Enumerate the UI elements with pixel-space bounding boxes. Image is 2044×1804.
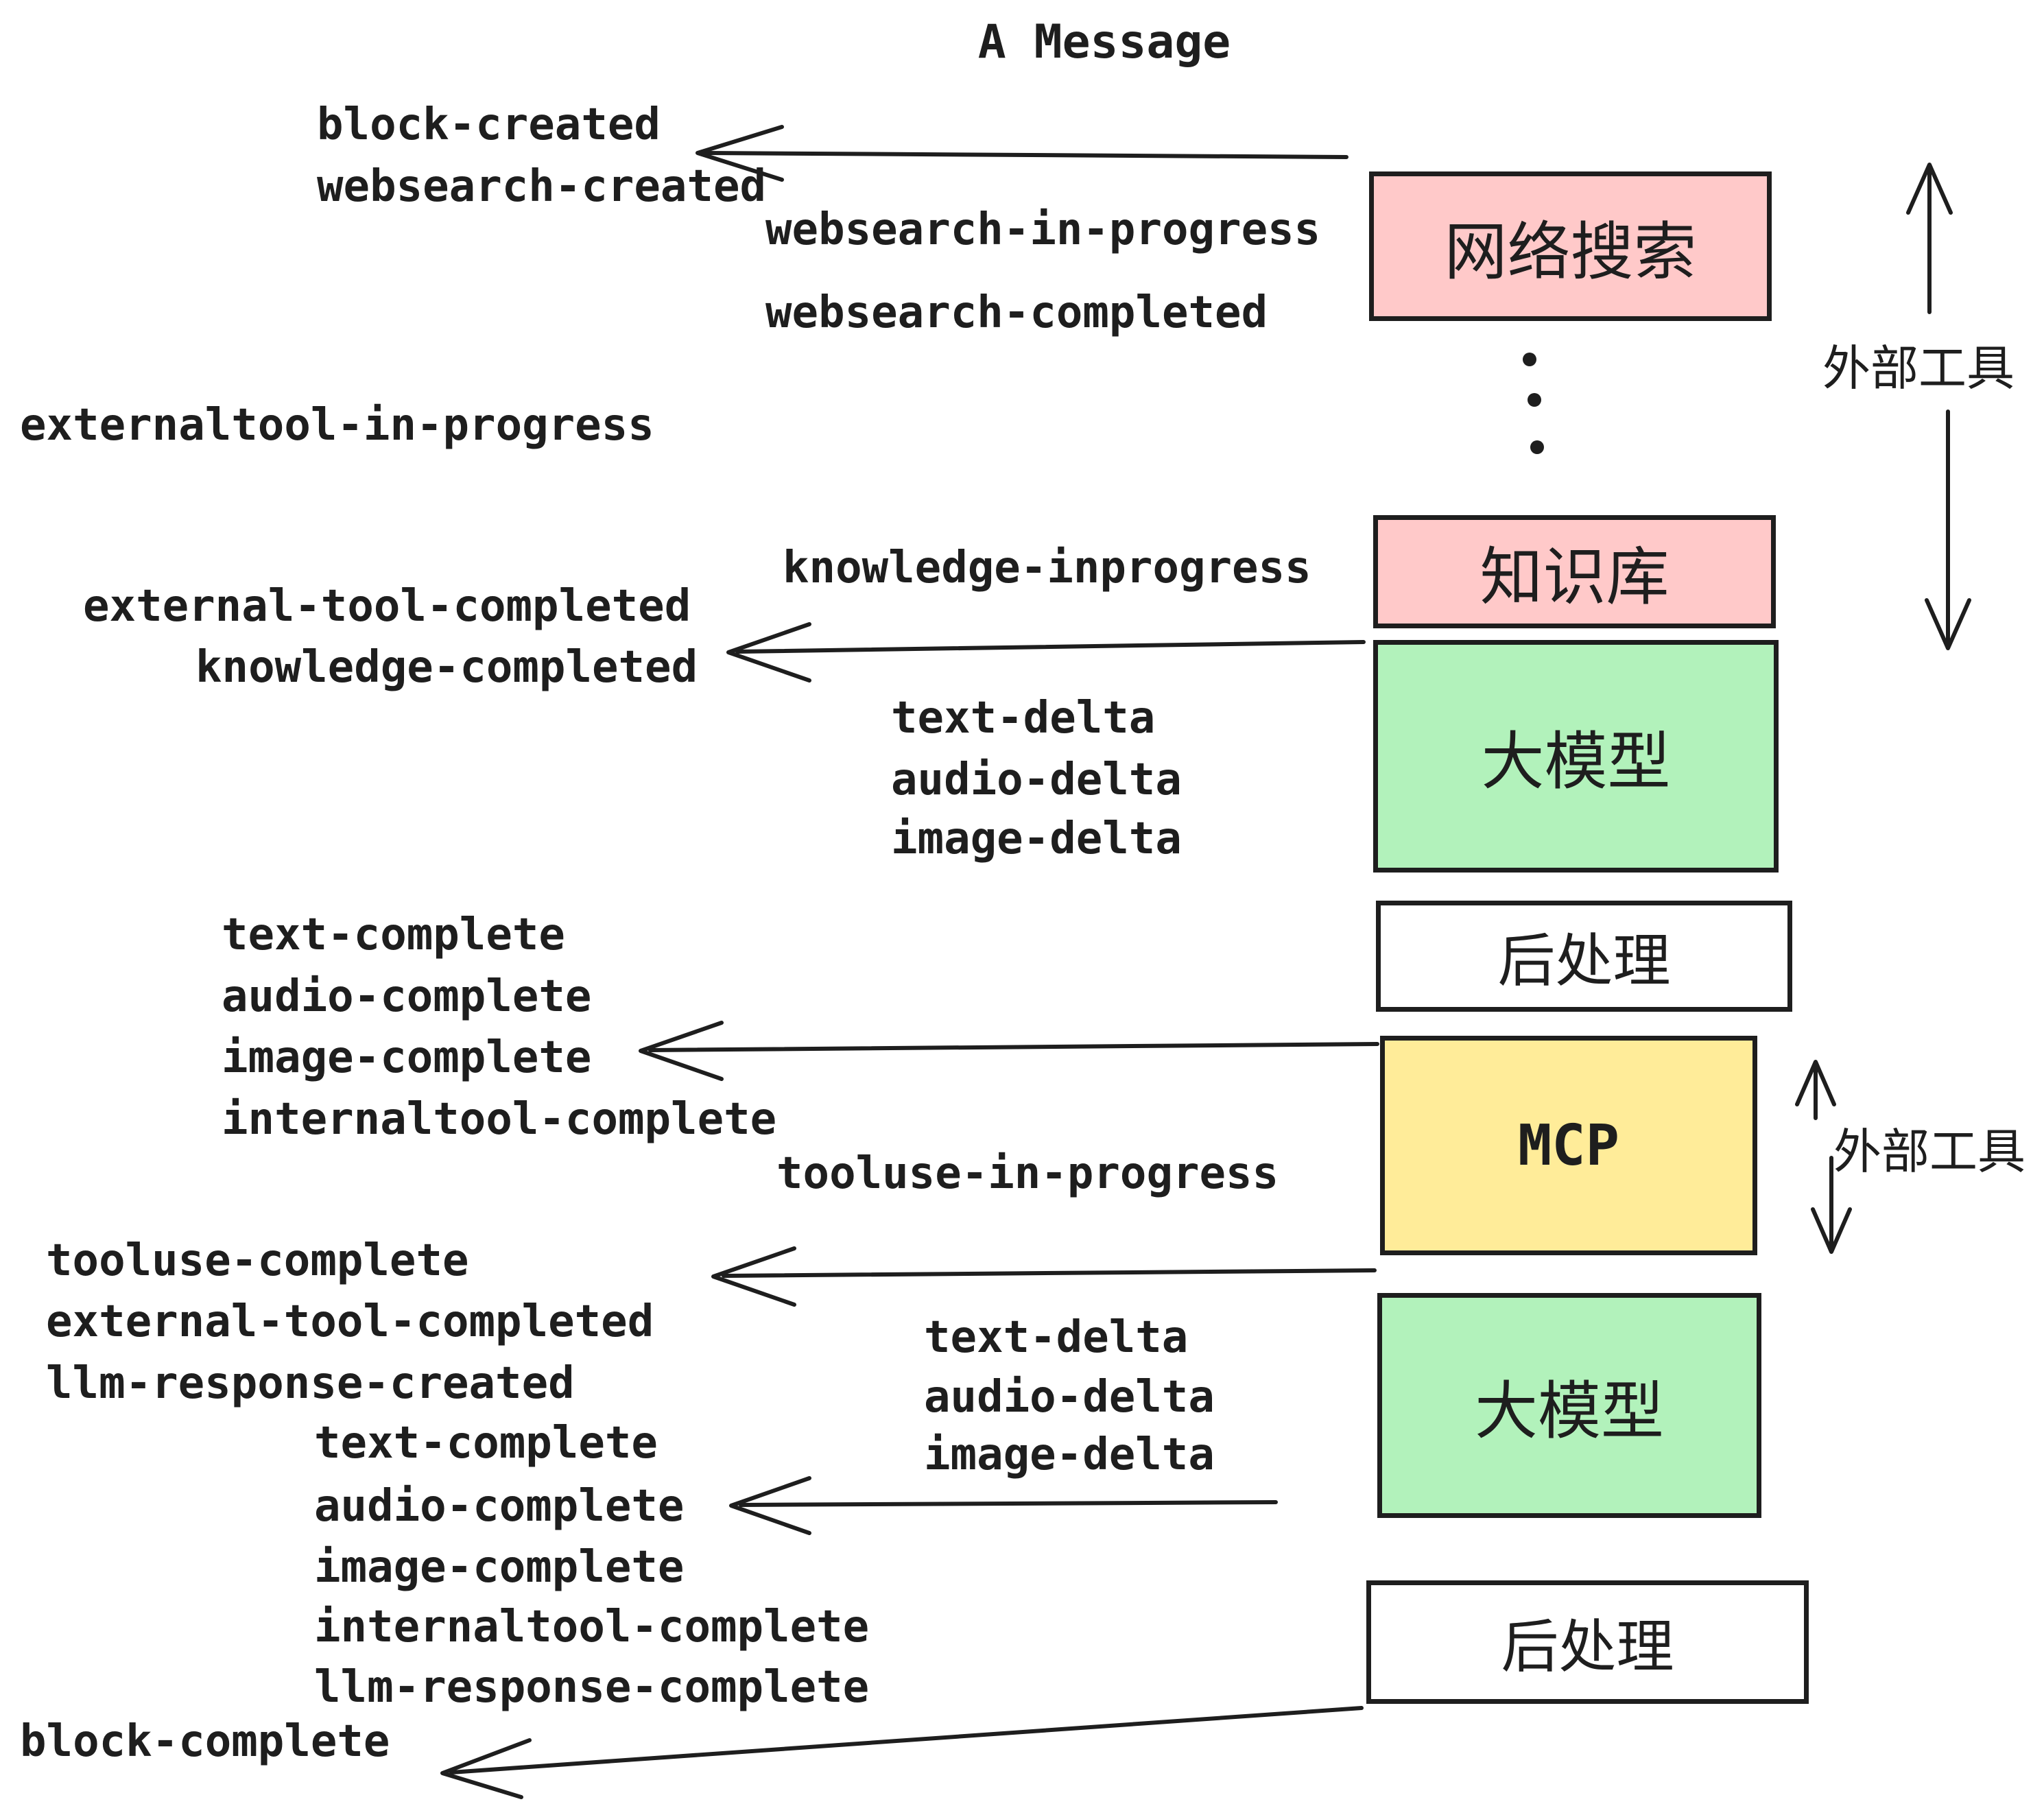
event-knowledge-completed: knowledge-completed	[195, 642, 698, 693]
event-image-complete: image-complete	[222, 1032, 592, 1083]
event-internaltool-complete-2: internaltool-complete	[314, 1602, 870, 1652]
arrow-llm2-to-audio-complete	[729, 1476, 1278, 1535]
arrow-mcp-to-image-complete	[639, 1021, 1379, 1081]
arrow-external-tools-top-up	[1906, 163, 1953, 314]
event-llm-response-created: llm-response-created	[46, 1358, 575, 1409]
event-llm-response-complete: llm-response-complete	[314, 1662, 870, 1713]
arrow-post2-to-block-complete	[440, 1706, 1364, 1799]
event-websearch-created: websearch-created	[317, 161, 767, 212]
external-tools-label-top: 外部工具	[1822, 342, 2015, 395]
event-audio-delta: audio-delta	[891, 755, 1182, 805]
event-internaltool-complete: internaltool-complete	[222, 1094, 777, 1145]
box-websearch: 网络搜索	[1369, 171, 1772, 321]
event-knowledge-inprogress: knowledge-inprogress	[783, 543, 1311, 593]
box-llm-2: 大模型	[1377, 1293, 1761, 1518]
vertical-ellipsis-dots	[1523, 353, 1544, 454]
event-text-complete-2: text-complete	[314, 1418, 658, 1469]
external-tools-label-bottom: 外部工具	[1833, 1125, 2025, 1178]
event-audio-delta-2: audio-delta	[924, 1372, 1215, 1423]
event-text-delta: text-delta	[891, 693, 1156, 744]
event-text-complete: text-complete	[222, 910, 565, 960]
diagram-title: A Message	[977, 15, 1231, 69]
event-websearch-in-progress: websearch-in-progress	[765, 204, 1321, 255]
box-postprocess-1: 后处理	[1376, 901, 1792, 1012]
event-block-complete: block-complete	[20, 1716, 390, 1767]
arrow-llm1-to-knowledge-completed	[726, 622, 1366, 683]
event-external-tool-completed: external-tool-completed	[83, 581, 691, 632]
arrow-external-tools-top-down	[1925, 410, 1971, 650]
event-tooluse-complete: tooluse-complete	[46, 1235, 469, 1286]
event-tooluse-in-progress: tooluse-in-progress	[776, 1148, 1279, 1199]
event-audio-complete: audio-complete	[222, 971, 592, 1022]
event-block-created: block-created	[317, 99, 661, 150]
event-text-delta-2: text-delta	[924, 1312, 1189, 1363]
box-postprocess-2: 后处理	[1366, 1580, 1809, 1704]
arrow-websearch-to-block-created	[696, 125, 1348, 182]
event-external-tool-completed-2: external-tool-completed	[46, 1296, 654, 1347]
event-image-delta-2: image-delta	[924, 1429, 1215, 1480]
box-mcp: MCP	[1380, 1036, 1757, 1255]
arrow-mcp-to-tooluse-complete	[711, 1246, 1377, 1307]
box-llm-1: 大模型	[1373, 640, 1779, 873]
box-knowledge-base: 知识库	[1373, 515, 1776, 628]
event-websearch-completed: websearch-completed	[765, 287, 1268, 338]
event-audio-complete-2: audio-complete	[314, 1481, 685, 1532]
event-image-complete-2: image-complete	[314, 1542, 685, 1593]
event-externaltool-in-progress: externaltool-in-progress	[20, 400, 654, 451]
event-image-delta: image-delta	[891, 814, 1182, 864]
arrow-external-tools-bottom-up	[1795, 1060, 1836, 1120]
